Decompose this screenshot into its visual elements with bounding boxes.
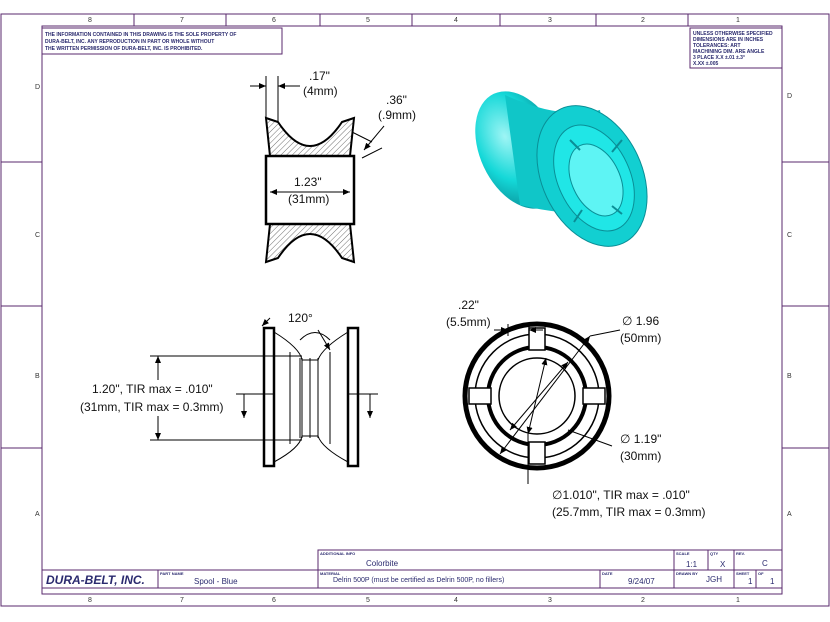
date: 9/24/07: [628, 577, 655, 586]
zone-col-bottom: 2: [641, 597, 645, 604]
zone-col-bottom: 8: [88, 597, 92, 604]
sheet-number: 1: [748, 577, 753, 586]
proprietary-note: THE INFORMATION CONTAINED IN THIS DRAWIN…: [41, 27, 283, 55]
svg-text:SCALE: SCALE: [676, 551, 690, 556]
svg-text:MACHINING DIM. ARE ANGLE: MACHINING DIM. ARE ANGLE: [693, 49, 765, 55]
front-view: [150, 317, 378, 468]
dim-flange-width-mm: (4mm): [303, 84, 338, 98]
dim-inner-dia: ∅ 1.19": [620, 432, 661, 446]
svg-text:SHEET: SHEET: [736, 571, 750, 576]
quantity: X: [720, 560, 726, 569]
dim-flange-width: .17": [309, 69, 330, 83]
zone-col-top: 7: [180, 17, 184, 24]
zone-row-right: C: [787, 232, 792, 239]
zone-markers: 8 7 6 5 4 3 2 1 8 7 6 5 4 3 2 1 D C B A …: [1, 14, 829, 604]
zone-col-bottom: 6: [272, 597, 276, 604]
dim-outer-dia: ∅ 1.96: [622, 314, 659, 328]
svg-text:MATERIAL: MATERIAL: [320, 571, 341, 576]
dim-groove-dia: 1.20", TIR max = .010": [92, 382, 213, 396]
dim-rim-mm: (5.5mm): [446, 315, 491, 329]
sheet-count: 1: [770, 577, 775, 586]
company-logo: DURA-BELT, INC.: [46, 573, 145, 587]
svg-text:3 PLACE X.X ±.01 ±.: 3 PLACE X.X ±.01 ±.3°: [693, 55, 745, 61]
dim-rim: .22": [458, 298, 479, 312]
dim-bore-dia-mm: (25.7mm, TIR max = 0.3mm): [552, 505, 705, 519]
svg-text:DURA-BELT, INC. ANY REPRODUCTI: DURA-BELT, INC. ANY REPRODUCTION IN PART…: [45, 39, 214, 45]
zone-col-top: 3: [548, 17, 552, 24]
svg-text:THE INFORMATION CONTAINED IN T: THE INFORMATION CONTAINED IN THIS DRAWIN…: [45, 32, 236, 38]
zone-row-right: D: [787, 93, 792, 100]
dim-wall: .36": [386, 93, 407, 107]
zone-col-bottom: 7: [180, 597, 184, 604]
svg-text:X.XX ±.005: X.XX ±.005: [693, 61, 718, 67]
svg-text:TOLERANCES: ART: TOLERANCES: ART: [693, 43, 741, 49]
zone-row-left: B: [35, 373, 40, 380]
end-view: [462, 321, 621, 484]
zone-row-left: A: [35, 511, 40, 518]
zone-row-left: D: [35, 84, 40, 91]
svg-text:QTY: QTY: [710, 551, 719, 556]
zone-row-right: B: [787, 373, 792, 380]
zone-col-top: 2: [641, 17, 645, 24]
additional-info: Colorbite: [366, 559, 399, 568]
zone-col-bottom: 3: [548, 597, 552, 604]
dim-bore-length: 1.23": [294, 175, 322, 189]
svg-text:PART NAME: PART NAME: [160, 571, 184, 576]
section-view: [250, 76, 385, 264]
isometric-render: [475, 91, 648, 247]
svg-text:DIMENSIONS ARE IN INCHES: DIMENSIONS ARE IN INCHES: [693, 37, 764, 43]
scale: 1:1: [686, 560, 698, 569]
revision: C: [762, 559, 768, 568]
dim-angle: 120°: [288, 311, 313, 325]
dim-inner-dia-mm: (30mm): [620, 449, 661, 463]
zone-col-top: 5: [366, 17, 370, 24]
drawn-by: JGH: [706, 575, 722, 584]
svg-text:REV.: REV.: [736, 551, 745, 556]
zone-col-top: 6: [272, 17, 276, 24]
dim-bore-length-mm: (31mm): [288, 192, 329, 206]
svg-text:OF: OF: [758, 571, 764, 576]
svg-text:DRAWN BY: DRAWN BY: [676, 571, 698, 576]
zone-col-top: 8: [88, 17, 92, 24]
part-name: Spool - Blue: [194, 577, 238, 586]
svg-text:THE WRITTEN PERMISSION OF DURA: THE WRITTEN PERMISSION OF DURA-BELT, INC…: [45, 46, 203, 52]
zone-col-bottom: 5: [366, 597, 370, 604]
material: Delrin 500P (must be certified as Delrin…: [333, 577, 504, 584]
zone-row-right: A: [787, 511, 792, 518]
tolerance-block: UNLESS OTHERWISE SPECIFIED DIMENSIONS AR…: [689, 27, 783, 69]
zone-col-bottom: 1: [736, 597, 740, 604]
zone-col-top: 1: [736, 17, 740, 24]
zone-col-bottom: 4: [454, 597, 458, 604]
dim-wall-mm: (.9mm): [378, 108, 416, 122]
dim-outer-dia-mm: (50mm): [620, 331, 661, 345]
svg-text:UNLESS OTHERWISE SPECIFIED: UNLESS OTHERWISE SPECIFIED: [693, 31, 773, 37]
zone-row-left: C: [35, 232, 40, 239]
outer-border: [0, 13, 830, 607]
dim-groove-dia-mm: (31mm, TIR max = 0.3mm): [80, 400, 223, 414]
dim-bore-dia: ∅1.010", TIR max = .010": [552, 488, 690, 502]
svg-text:ADDITIONAL INFO: ADDITIONAL INFO: [320, 551, 355, 556]
zone-col-top: 4: [454, 17, 458, 24]
svg-text:DATE: DATE: [602, 571, 613, 576]
title-block: [41, 549, 783, 589]
